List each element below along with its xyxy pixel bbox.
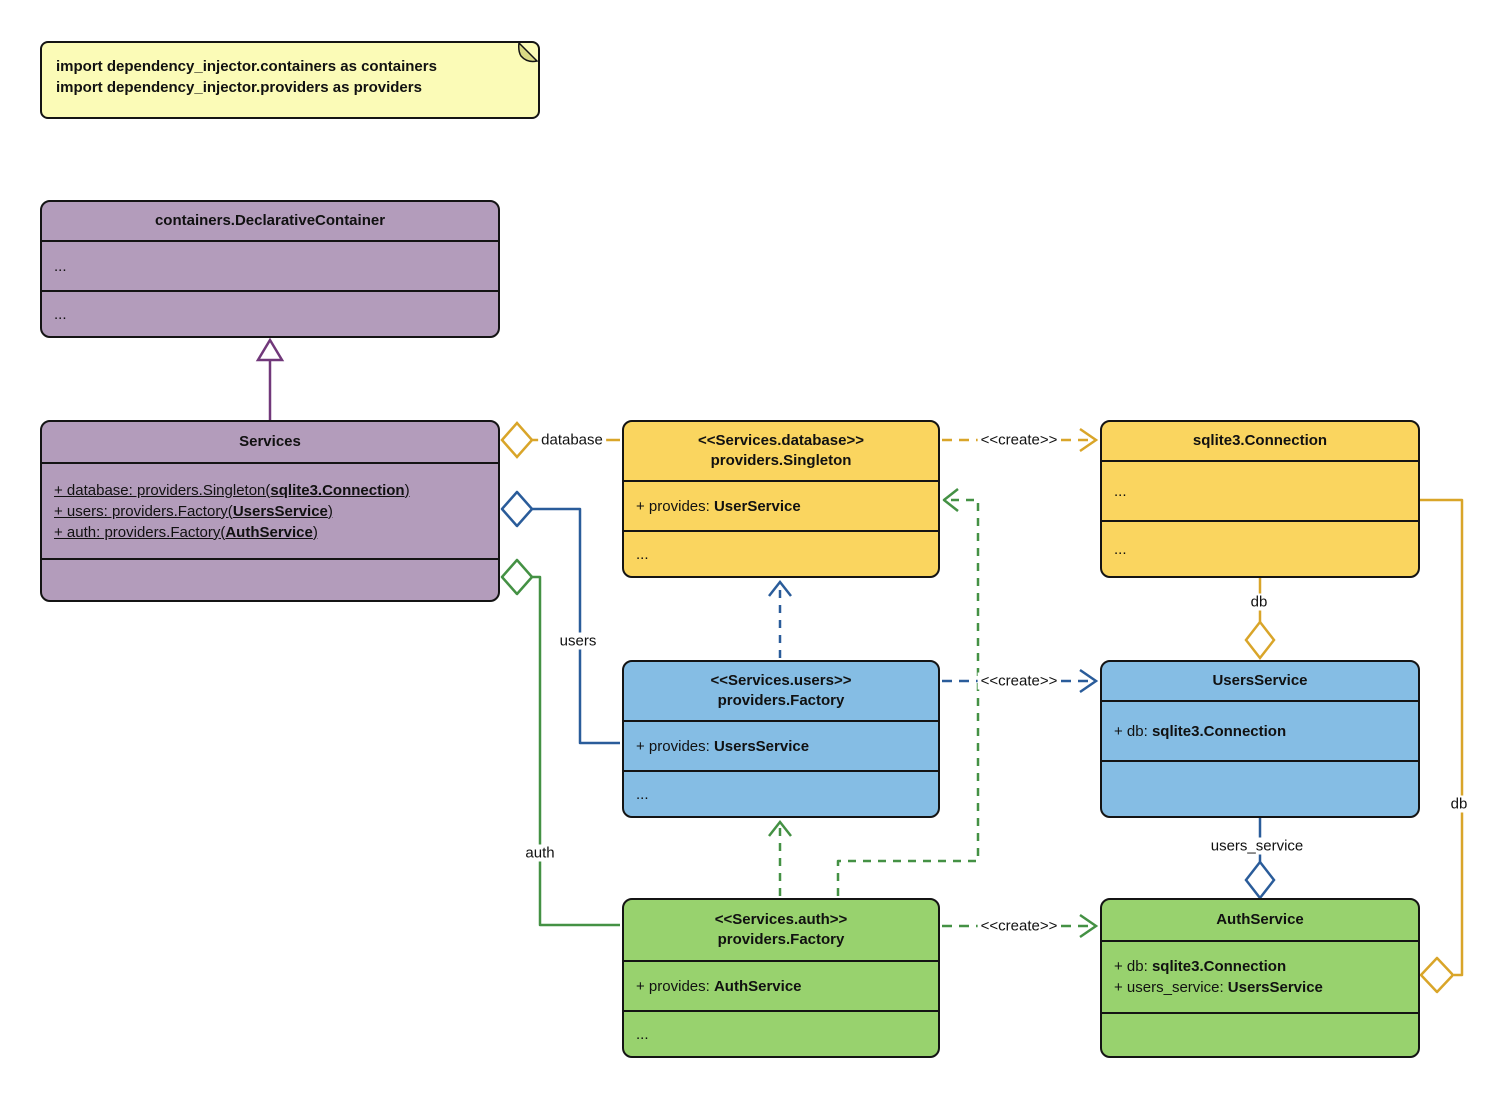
class-auth-service: AuthService + db: sqlite3.Connection + u…	[1100, 898, 1420, 1058]
methods-compartment	[1102, 760, 1418, 816]
attr-provides: + provides: UsersService	[636, 737, 810, 755]
edge-users-service-auth	[1244, 818, 1276, 901]
class-title: <<Services.users>> providers.Factory	[624, 662, 938, 720]
edge-label-users-service: users_service	[1207, 837, 1307, 855]
class-title: sqlite3.Connection	[1192, 432, 1328, 449]
class-users-service: UsersService + db: sqlite3.Connection	[1100, 660, 1420, 818]
stereotype: <<Services.database>>	[698, 432, 864, 449]
note-line: import dependency_injector.providers as …	[56, 79, 422, 96]
stereotype: <<Services.users>>	[710, 672, 852, 689]
edge-aggregation-auth	[500, 558, 620, 927]
edge-inheritance-services	[255, 337, 285, 420]
provider-database-singleton: <<Services.database>> providers.Singleto…	[622, 420, 940, 578]
attributes-compartment: + db: sqlite3.Connection + users_service…	[1102, 940, 1418, 1012]
methods-compartment	[42, 558, 498, 600]
attributes-compartment: ...	[42, 240, 498, 290]
ellipsis-row: ...	[54, 257, 67, 275]
edge-label-create-auth-service: <<create>>	[977, 917, 1061, 935]
methods-compartment	[1102, 1012, 1418, 1056]
attributes-compartment: + provides: UserService	[624, 480, 938, 530]
class-title: Services	[239, 433, 301, 450]
edge-auth-factory-to-singleton	[836, 488, 980, 896]
methods-compartment: ...	[42, 290, 498, 336]
class-name: providers.Factory	[717, 931, 845, 948]
attributes-compartment: + provides: UsersService	[624, 720, 938, 770]
stereotype: <<Services.auth>>	[714, 911, 848, 928]
methods-compartment: ...	[624, 1010, 938, 1056]
edge-db-users-service	[1244, 578, 1276, 661]
ellipsis-row: ...	[54, 305, 67, 323]
class-title: UsersService	[1212, 672, 1308, 689]
attr-database: + database: providers.Singleton(sqlite3.…	[54, 481, 410, 499]
attributes-compartment: + db: sqlite3.Connection	[1102, 700, 1418, 760]
attr-users-service: + users_service: UsersService	[1114, 979, 1323, 996]
attributes-compartment: + provides: AuthService	[624, 960, 938, 1010]
edge-label-db-auth: db	[1447, 795, 1471, 813]
class-title: AuthService	[1216, 911, 1304, 928]
edge-db-auth-service	[1419, 498, 1464, 994]
import-note: import dependency_injector.containers as…	[40, 41, 540, 119]
edge-auth-factory-to-users-factory	[768, 819, 792, 896]
provider-users-factory: <<Services.users>> providers.Factory + p…	[622, 660, 940, 818]
ellipsis-row: ...	[636, 785, 649, 803]
attr-db: + db: sqlite3.Connection	[1114, 958, 1287, 975]
class-title: <<Services.database>> providers.Singleto…	[624, 422, 938, 480]
class-sqlite3-connection: sqlite3.Connection ... ...	[1100, 420, 1420, 578]
edge-label-create-users-service: <<create>>	[977, 672, 1061, 690]
edge-label-create-connection: <<create>>	[977, 431, 1061, 449]
attributes-compartment: ...	[1102, 460, 1418, 520]
edge-label-database: database	[538, 431, 606, 449]
methods-compartment: ...	[624, 770, 938, 816]
attributes-compartment: + database: providers.Singleton(sqlite3.…	[42, 462, 498, 558]
provider-auth-factory: <<Services.auth>> providers.Factory + pr…	[622, 898, 940, 1058]
methods-compartment: ...	[624, 530, 938, 576]
class-title: containers.DeclarativeContainer	[154, 212, 386, 229]
ellipsis-row: ...	[636, 545, 649, 563]
methods-compartment: ...	[1102, 520, 1418, 576]
attr-users: + users: providers.Factory(UsersService)	[54, 502, 333, 520]
class-name: providers.Factory	[717, 692, 845, 709]
ellipsis-row: ...	[1114, 482, 1127, 500]
attr-provides: + provides: UserService	[636, 497, 801, 515]
edge-label-db-users: db	[1247, 593, 1271, 611]
note-fold-icon	[518, 42, 539, 63]
class-title: <<Services.auth>> providers.Factory	[624, 900, 938, 960]
attr-provides: + provides: AuthService	[636, 977, 802, 995]
edge-users-factory-to-singleton	[768, 579, 792, 658]
attr-db: + db: sqlite3.Connection	[1114, 722, 1287, 740]
ellipsis-row: ...	[636, 1025, 649, 1043]
class-declarative-container: containers.DeclarativeContainer ... ...	[40, 200, 500, 338]
ellipsis-row: ...	[1114, 540, 1127, 558]
edge-label-auth: auth	[522, 844, 558, 862]
note-line: import dependency_injector.containers as…	[56, 58, 437, 75]
class-name: providers.Singleton	[710, 452, 852, 469]
attr-auth: + auth: providers.Factory(AuthService)	[54, 523, 318, 541]
edge-aggregation-users	[500, 490, 620, 745]
edge-label-users: users	[556, 632, 600, 650]
class-services: Services + database: providers.Singleton…	[40, 420, 500, 602]
